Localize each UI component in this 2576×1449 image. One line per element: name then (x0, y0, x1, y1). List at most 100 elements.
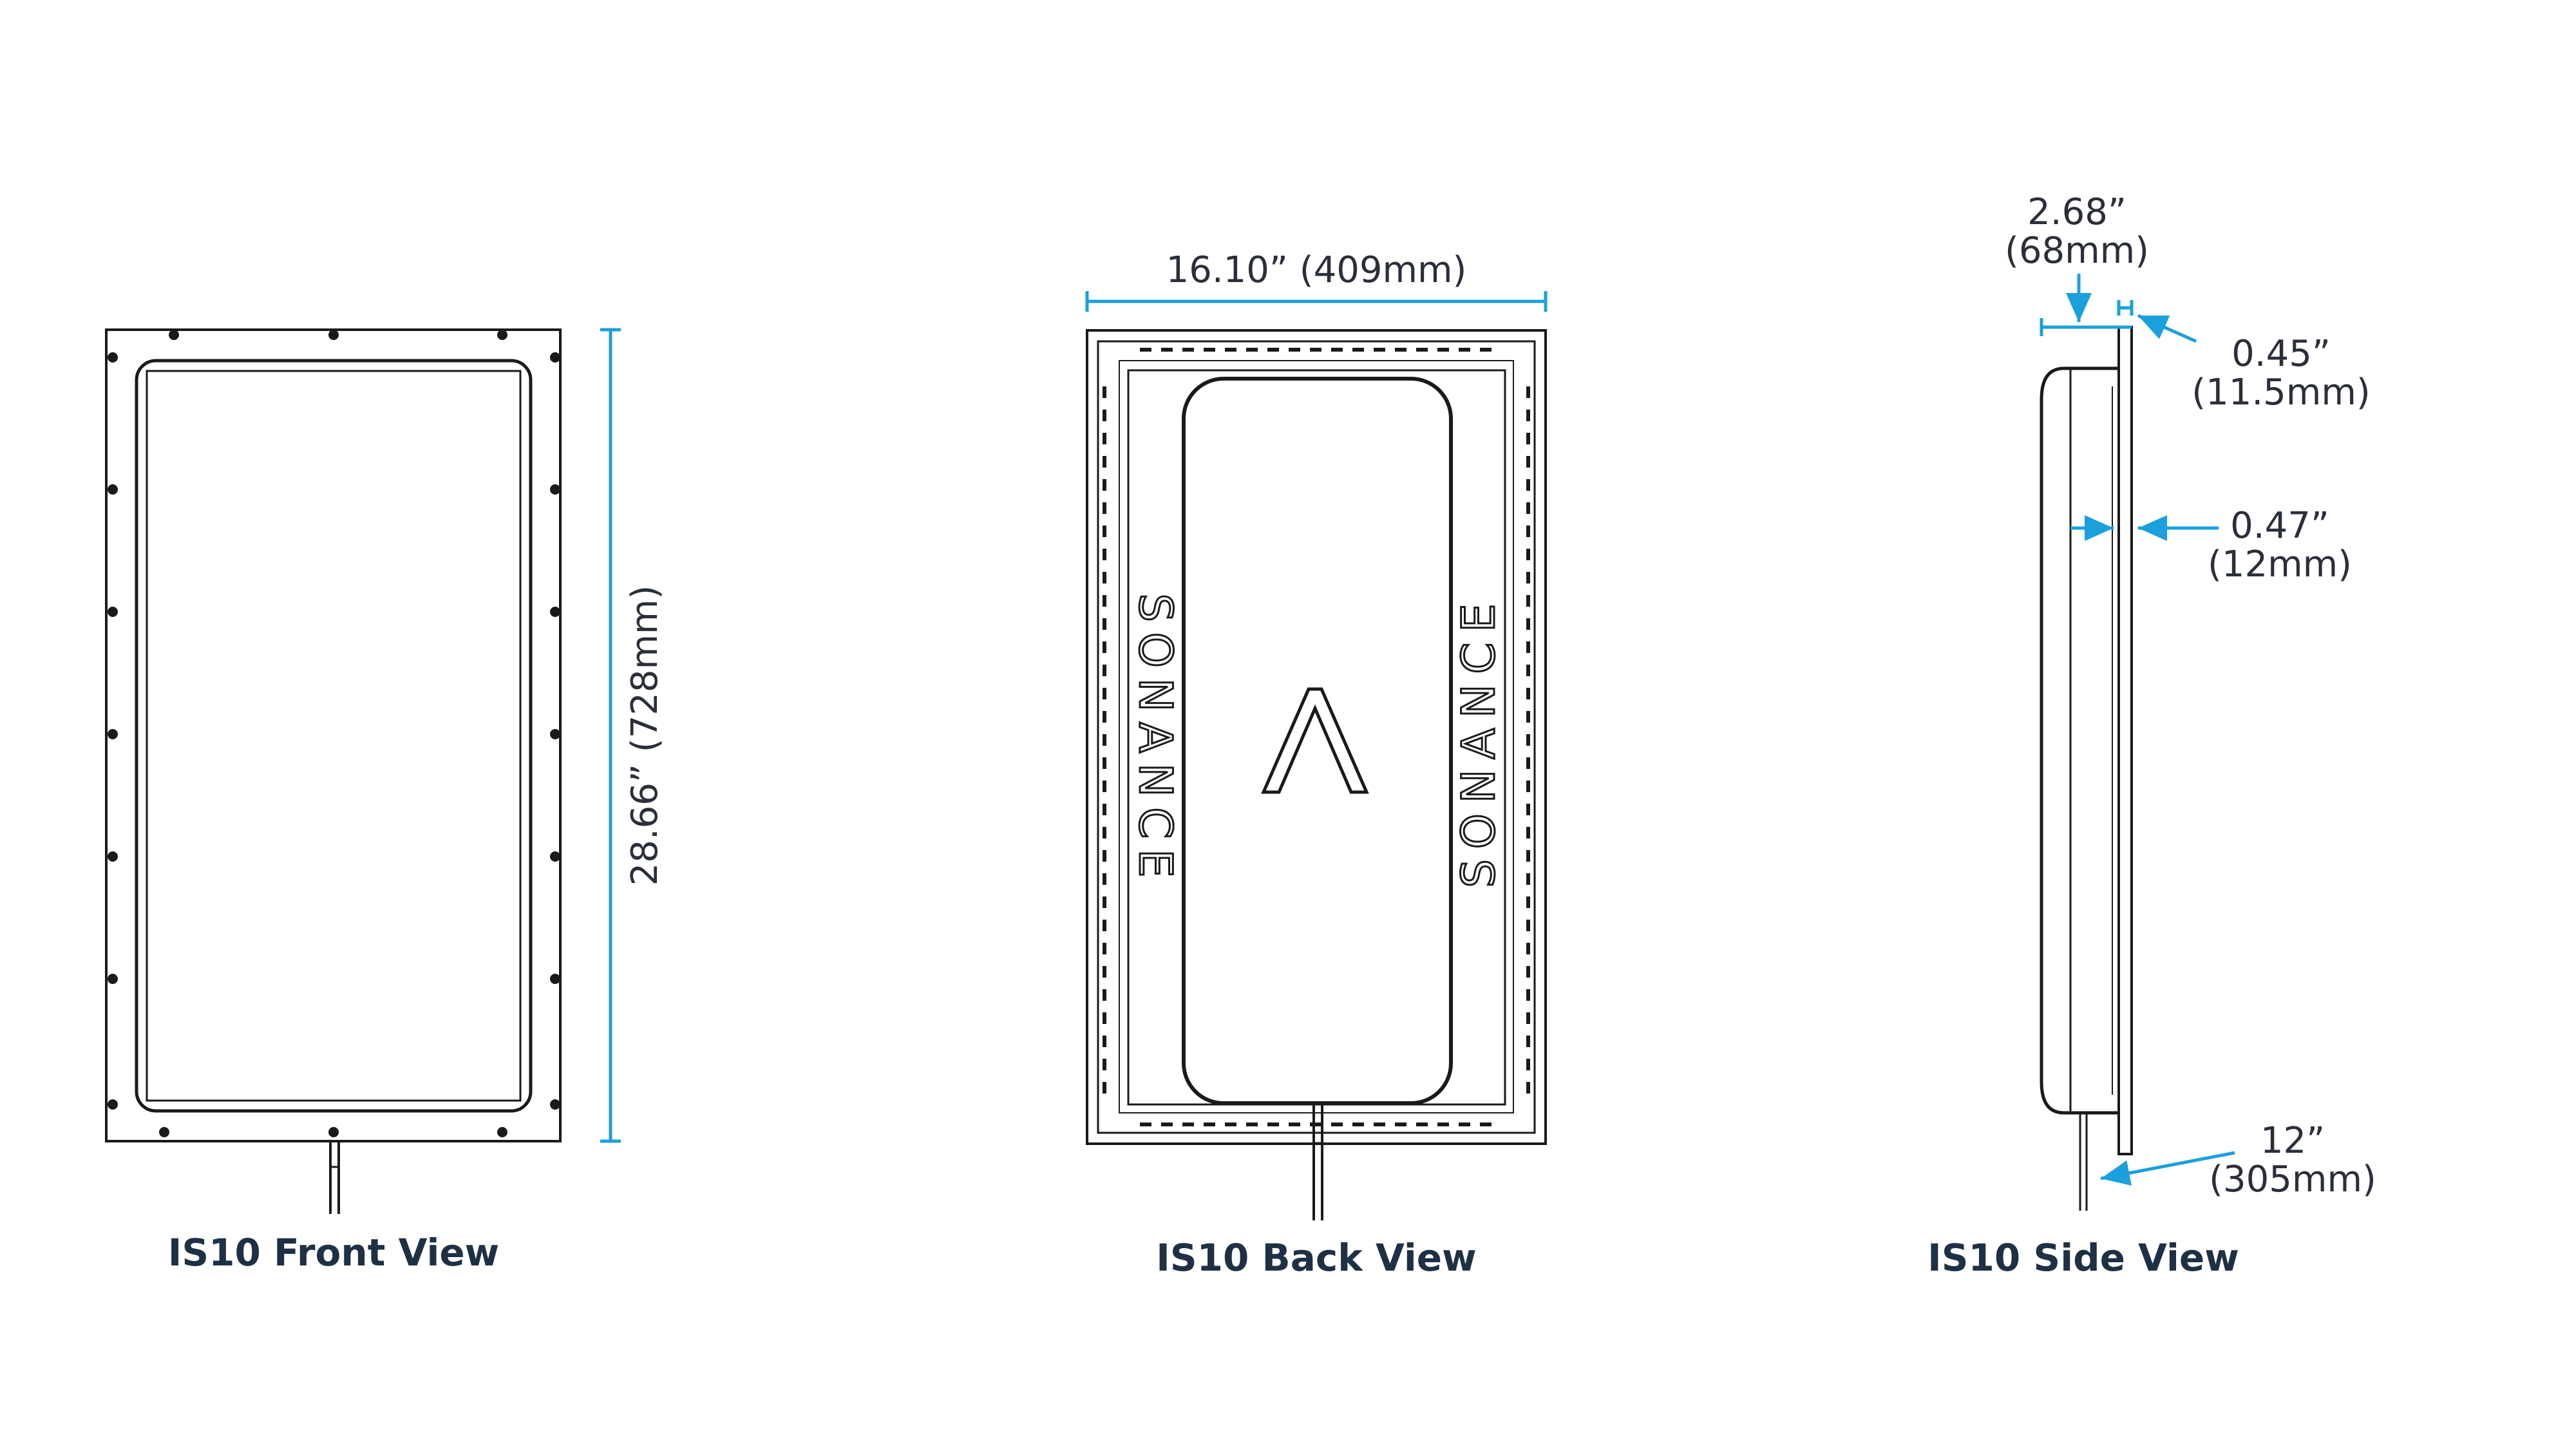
rib-slot (1182, 1122, 1194, 1126)
rib-slot (1526, 549, 1530, 560)
rib-slot (1103, 410, 1106, 421)
rib-slot (1352, 348, 1364, 352)
rib-slot (1526, 804, 1530, 815)
rib-slot (1526, 479, 1530, 491)
rib-slot (1526, 456, 1530, 468)
sonance-logo-icon (1261, 687, 1369, 794)
rib-slot (1103, 757, 1106, 769)
front-grille-inner (146, 370, 522, 1102)
side-lead-mm: (305mm) (2209, 1159, 2376, 1200)
rib-slot (1103, 1036, 1106, 1047)
rib-slot (1526, 665, 1530, 676)
rib-slot (1140, 348, 1151, 352)
rib-slot (1103, 989, 1106, 1001)
back-rib-channel (1119, 360, 1514, 1113)
rib-slot (1246, 1122, 1258, 1126)
rib-slot (1103, 433, 1106, 444)
back-brand-right: SONANCE (1452, 593, 1505, 887)
rib-slot (1103, 549, 1106, 560)
front-grille-outer (135, 359, 533, 1113)
rib-slot (1374, 348, 1385, 352)
rib-slot (1103, 734, 1106, 746)
back-lead-wire (1312, 1103, 1323, 1220)
rib-slot (1526, 989, 1530, 1001)
front-height-dimension-line (600, 328, 621, 1143)
rib-slot (1416, 348, 1428, 352)
side-bezel-mm: (12mm) (2208, 544, 2352, 585)
back-view-label: IS10 Back View (1156, 1236, 1476, 1280)
rib-slot (1331, 348, 1343, 352)
side-view: 2.68” (68mm) 0.45” (11.5mm) 0.47” (12mm)… (1927, 191, 2376, 1280)
rib-slot (1526, 757, 1530, 769)
rib-slot (1246, 348, 1258, 352)
rib-slot (1526, 943, 1530, 954)
rib-slot (1225, 1122, 1236, 1126)
rib-slot (1103, 711, 1106, 723)
rib-slot (1310, 1122, 1321, 1126)
rib-slot (1526, 433, 1530, 444)
rib-slot (1225, 348, 1236, 352)
rib-slot (1395, 348, 1406, 352)
rib-slot (1480, 348, 1492, 352)
rib-slot (1103, 572, 1106, 583)
rib-slot (1526, 896, 1530, 908)
front-lead-wire (329, 1141, 340, 1214)
side-depth-mm: (68mm) (2005, 230, 2149, 272)
rib-slot (1103, 873, 1106, 885)
rib-slot (1526, 734, 1530, 746)
rib-slot (1526, 641, 1530, 653)
rib-slot (1103, 526, 1106, 537)
rib-slot (1103, 1082, 1106, 1094)
rib-slot (1103, 595, 1106, 607)
rib-slot (1526, 688, 1530, 699)
rib-slot (1526, 966, 1530, 978)
rib-slot (1526, 410, 1530, 421)
rib-slot (1437, 348, 1449, 352)
rib-slot (1526, 1059, 1530, 1070)
side-flange-dimension-line (2117, 300, 2197, 343)
side-view-label: IS10 Side View (1927, 1236, 2239, 1280)
side-lead-wire (2079, 1113, 2088, 1211)
rib-slot (1331, 1122, 1343, 1126)
rib-slot (1459, 348, 1470, 352)
rib-slot (1103, 502, 1106, 514)
side-flange (2117, 326, 2133, 1155)
rib-slot (1289, 348, 1300, 352)
rib-slot (1526, 526, 1530, 537)
rib-slot (1140, 1122, 1151, 1126)
rib-slot (1267, 348, 1279, 352)
rib-slot (1161, 348, 1173, 352)
rib-slot (1103, 896, 1106, 908)
side-flange-mm: (11.5mm) (2192, 372, 2370, 413)
rib-slot (1182, 348, 1194, 352)
back-rib-outer (1097, 340, 1536, 1134)
rib-slot (1526, 1036, 1530, 1047)
rib-slot (1103, 456, 1106, 468)
rib-slot (1310, 348, 1321, 352)
rib-slot (1352, 1122, 1364, 1126)
side-bezel (2069, 367, 2120, 1114)
rib-slot (1526, 1012, 1530, 1024)
rib-slot (1526, 781, 1530, 792)
back-enclosure (1182, 377, 1453, 1105)
side-bezel-inches: 0.47” (2230, 505, 2329, 547)
rib-slot (1526, 1082, 1530, 1094)
side-depth-inches: 2.68” (2027, 191, 2126, 233)
rib-slot (1267, 1122, 1279, 1126)
rib-slot (1526, 386, 1530, 398)
rib-slot (1459, 1122, 1470, 1126)
rib-slot (1526, 502, 1530, 514)
rib-slot (1480, 1122, 1492, 1126)
rib-slot (1103, 850, 1106, 862)
rib-slot (1526, 595, 1530, 607)
rib-slot (1526, 572, 1530, 583)
rib-slot (1374, 1122, 1385, 1126)
rib-slot (1103, 781, 1106, 792)
rib-slot (1103, 1059, 1106, 1070)
rib-slot (1103, 641, 1106, 653)
side-lead-dimension-line (2100, 1151, 2235, 1186)
rib-slot (1103, 920, 1106, 931)
back-brand-left: SONANCE (1129, 593, 1182, 887)
side-lead-inches: 12” (2260, 1120, 2325, 1162)
